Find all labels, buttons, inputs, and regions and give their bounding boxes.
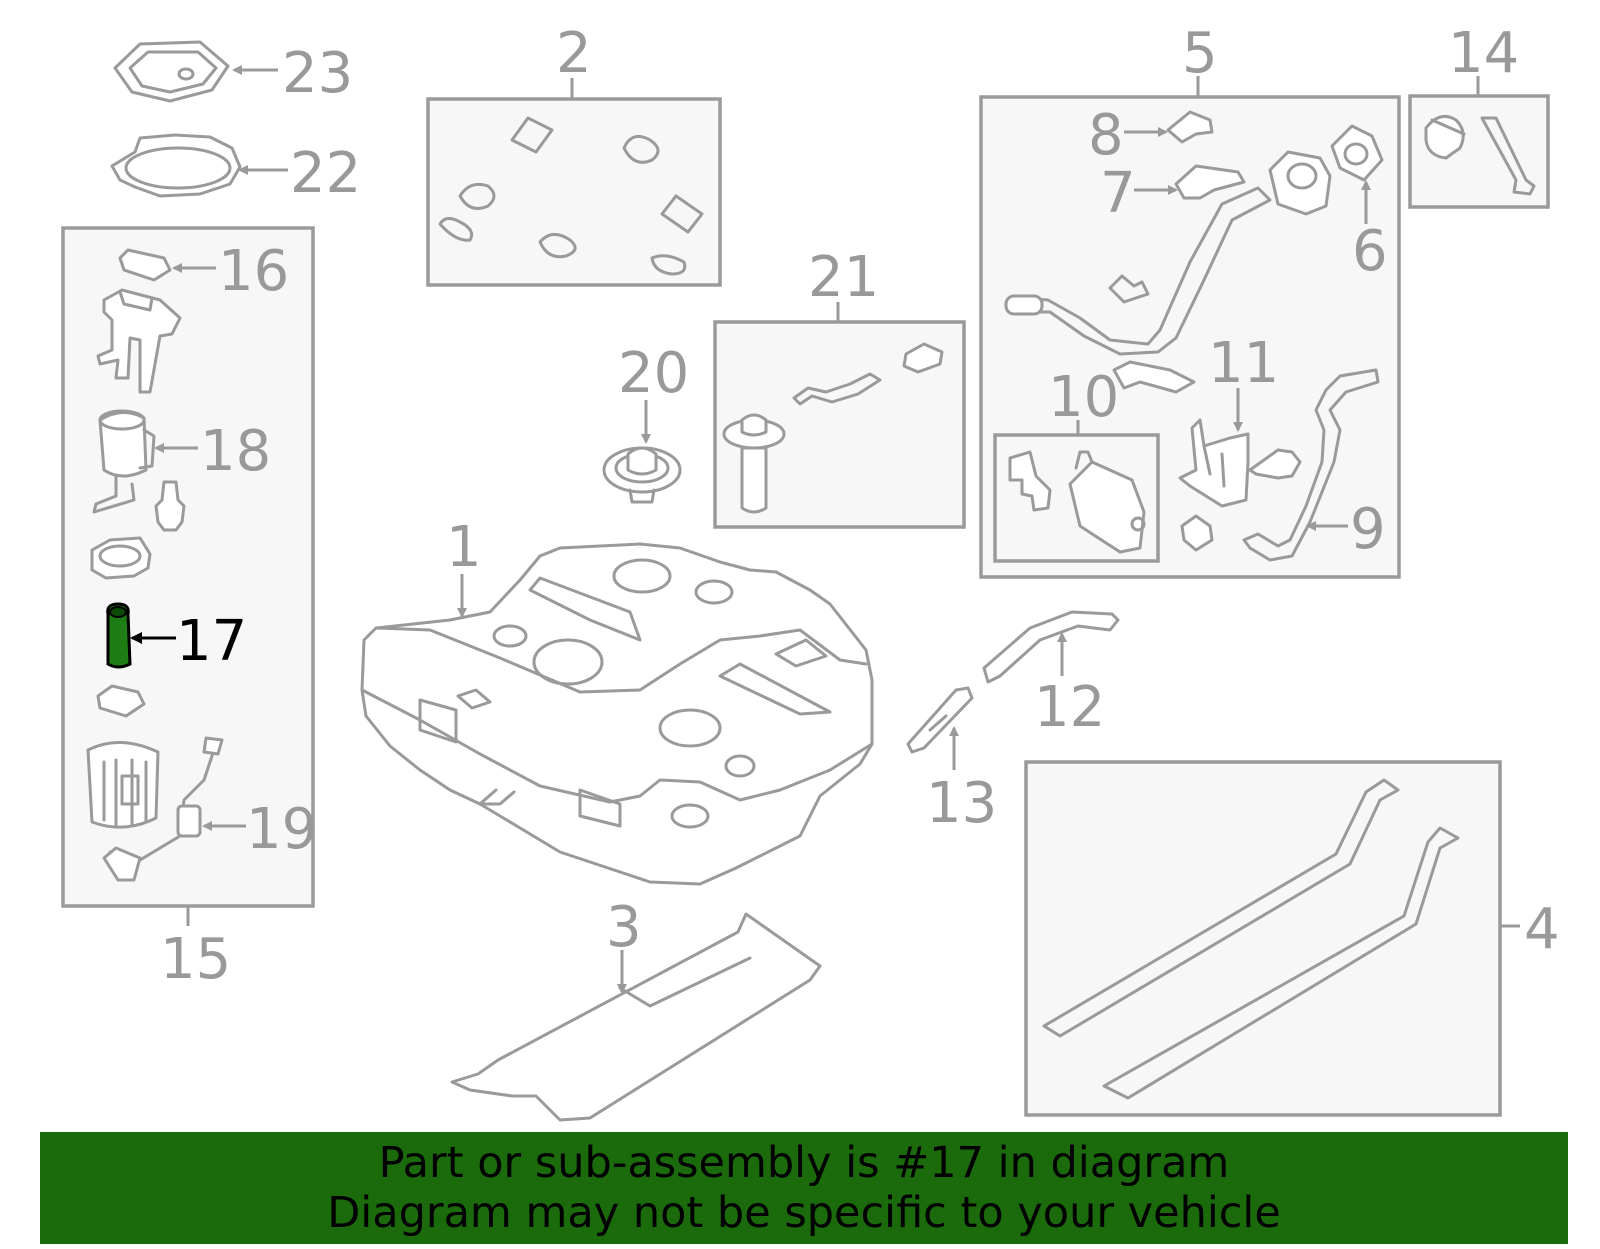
callout-8[interactable]: 8: [1088, 103, 1168, 168]
part-heat-shield: [1112, 360, 1196, 394]
callout-5-label: 5: [1182, 21, 1218, 86]
part-12-vent-hose: [982, 610, 1120, 684]
part-5-filler-neck: [1004, 150, 1332, 356]
part-bolt: [1248, 448, 1302, 480]
part-23-gasket: [113, 40, 230, 103]
callout-21[interactable]: 21: [808, 245, 879, 322]
callout-12[interactable]: 12: [1034, 632, 1105, 740]
callout-6[interactable]: 6: [1352, 180, 1388, 284]
callout-23[interactable]: 23: [232, 41, 353, 106]
callout-8-label: 8: [1088, 103, 1124, 168]
part-pump-clip: [96, 684, 146, 718]
part-strainer: [86, 740, 160, 829]
callout-10[interactable]: 10: [1048, 365, 1119, 435]
part-8-clip: [1166, 110, 1214, 144]
part-4-straps: [1042, 778, 1460, 1100]
part-2-gaskets: [438, 116, 704, 276]
callout-10-label: 10: [1048, 365, 1119, 430]
callout-7[interactable]: 7: [1100, 161, 1178, 226]
part-18-filter: [92, 409, 156, 514]
callout-19[interactable]: 19: [202, 797, 317, 862]
part-7-bracket: [1174, 164, 1246, 200]
callout-9[interactable]: 9: [1306, 497, 1386, 562]
callout-6-label: 6: [1352, 219, 1388, 284]
part-21-sender-assembly: [722, 342, 944, 514]
callout-21-label: 21: [808, 245, 879, 310]
callout-18[interactable]: 18: [154, 419, 271, 484]
callout-13[interactable]: 13: [926, 726, 997, 836]
callout-17-label: 17: [176, 609, 247, 674]
banner-part-note: Part or sub-assembly is #17 in diagram: [378, 1138, 1230, 1188]
callout-18-label: 18: [200, 419, 271, 484]
callout-20-label: 20: [618, 341, 689, 406]
callout-12-label: 12: [1034, 675, 1105, 740]
callout-4-label: 4: [1524, 897, 1560, 962]
callout-23-label: 23: [282, 41, 353, 106]
part-11-bracket: [1178, 418, 1250, 508]
callout-16-label: 16: [218, 239, 289, 304]
box-4-straps: [1024, 760, 1502, 1117]
callout-2-label: 2: [556, 21, 592, 86]
callout-22-label: 22: [290, 141, 361, 206]
callout-22[interactable]: 22: [238, 141, 361, 206]
callout-2[interactable]: 2: [556, 21, 592, 99]
callout-1[interactable]: 1: [446, 515, 482, 618]
part-17-fuel-pump[interactable]: [106, 602, 132, 669]
part-9-hose: [1242, 368, 1380, 562]
part-retainer-ring: [90, 536, 152, 580]
callout-7-label: 7: [1100, 161, 1136, 226]
part-13-hose: [906, 686, 974, 754]
part-20-valve: [602, 446, 682, 504]
box-2-gasket-set: [426, 97, 722, 287]
part-regulator: [154, 480, 186, 532]
callout-4[interactable]: 4: [1500, 897, 1560, 962]
callout-5[interactable]: 5: [1182, 21, 1218, 97]
part-16-connector: [118, 248, 172, 282]
callout-1-label: 1: [446, 515, 482, 580]
callout-11[interactable]: 11: [1208, 331, 1279, 432]
callout-15-label: 15: [160, 927, 231, 992]
banner-disclaimer: Diagram may not be specific to your vehi…: [327, 1188, 1281, 1238]
part-3-heat-shield: [450, 912, 822, 1122]
part-14-fuel-cap: [1424, 114, 1536, 196]
callout-3[interactable]: 3: [606, 895, 642, 994]
part-nut: [1180, 514, 1214, 552]
callout-11-label: 11: [1208, 331, 1279, 396]
callout-13-label: 13: [926, 771, 997, 836]
callout-16[interactable]: 16: [172, 239, 289, 304]
part-19-level-sender: [102, 736, 224, 882]
part-1-fuel-tank: [360, 542, 874, 886]
callout-15[interactable]: 15: [160, 906, 231, 992]
part-6-gasket: [1330, 124, 1384, 182]
callout-14-label: 14: [1448, 21, 1519, 86]
part-module-flange: [96, 288, 182, 394]
info-banner: Part or sub-assembly is #17 in diagram D…: [40, 1132, 1568, 1244]
callout-17[interactable]: 17: [130, 609, 247, 674]
part-22-lock-ring: [110, 133, 242, 198]
callout-3-label: 3: [606, 895, 642, 960]
callout-20[interactable]: 20: [618, 341, 689, 444]
callout-19-label: 19: [246, 797, 317, 862]
part-10-canister: [1008, 450, 1146, 554]
callout-14[interactable]: 14: [1448, 21, 1519, 96]
callout-9-label: 9: [1350, 497, 1386, 562]
